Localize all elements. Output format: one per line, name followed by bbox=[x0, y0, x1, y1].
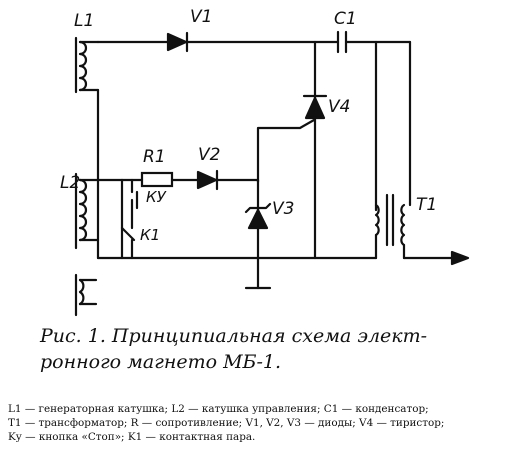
capacitor-c1 bbox=[336, 30, 348, 54]
legend-line-2: T1 — трансформатор; R — сопротивление; V… bbox=[8, 417, 445, 429]
label-v2: V2 bbox=[198, 145, 220, 165]
transformer-t1 bbox=[374, 193, 406, 260]
circuit-schematic: L1 V1 C1 V4 R1 V2 L2 КУ V3 T1 К1 bbox=[60, 7, 470, 317]
diode-v2 bbox=[196, 169, 219, 191]
label-v3: V3 bbox=[272, 199, 294, 219]
figure-caption: Рис. 1. Принципиальная схема элект- ронн… bbox=[40, 323, 510, 375]
label-k1: К1 bbox=[140, 226, 160, 244]
caption-line-2: ронного магнето МБ-1. bbox=[40, 351, 282, 373]
resistor-r1 bbox=[140, 171, 174, 188]
diode-v3 bbox=[244, 202, 272, 230]
legend-line-3: Kу — кнопка «Стоп»; K1 — контактная пара… bbox=[8, 431, 256, 443]
button-ku bbox=[130, 178, 139, 230]
label-v4: V4 bbox=[328, 97, 350, 117]
thyristor-v4 bbox=[256, 94, 328, 184]
label-ku: КУ bbox=[146, 188, 167, 206]
contact-k1 bbox=[120, 226, 136, 260]
figure-legend: L1 — генераторная катушка; L2 — катушка … bbox=[8, 402, 523, 444]
caption-line-1: Рис. 1. Принципиальная схема элект- bbox=[40, 325, 428, 347]
label-l1: L1 bbox=[74, 11, 94, 31]
label-l2: L2 bbox=[60, 173, 80, 193]
label-t1: T1 bbox=[416, 195, 437, 215]
label-c1: C1 bbox=[334, 9, 357, 29]
label-r1: R1 bbox=[143, 147, 166, 167]
legend-line-1: L1 — генераторная катушка; L2 — катушка … bbox=[8, 403, 429, 415]
coil-l2 bbox=[74, 172, 124, 250]
coil-lower-element bbox=[74, 273, 98, 317]
output-arrow bbox=[402, 250, 470, 266]
label-v1: V1 bbox=[190, 7, 212, 27]
coil-l1 bbox=[74, 36, 100, 94]
diode-v1 bbox=[166, 31, 189, 53]
